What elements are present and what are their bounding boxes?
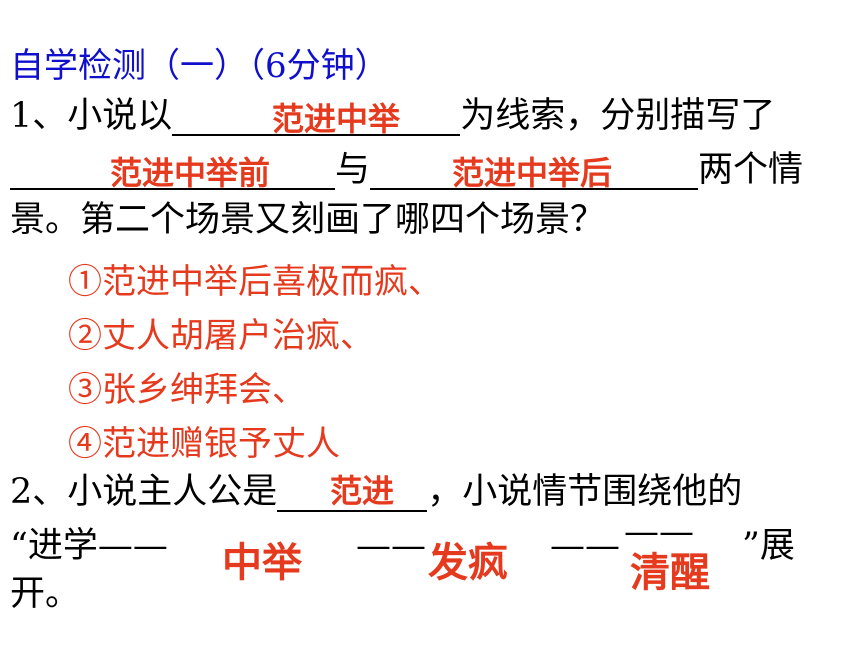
scene-item-2: ②丈人胡屠户治疯、 bbox=[68, 316, 374, 356]
q2-line2-end: ”展 bbox=[742, 526, 795, 566]
q2-answer-1: 中举 bbox=[222, 540, 302, 586]
q1-line-2: 与 两个情 bbox=[10, 150, 803, 190]
q2-answer-hero: 范进 bbox=[330, 472, 395, 510]
scene-item-1: ①范进中举后喜极而疯、 bbox=[68, 262, 442, 302]
scene-item-4: ④范进赠银予丈人 bbox=[68, 424, 340, 464]
q2-line-1: 2、小说主人公是 ，小说情节围绕他的 bbox=[10, 472, 742, 512]
q2-dash-1: —— bbox=[356, 526, 426, 566]
q1-blank-after bbox=[370, 154, 699, 190]
q2-dash-3: —— bbox=[624, 512, 694, 552]
q2-line-3: 开。 bbox=[10, 574, 81, 614]
q2-prefix: 2、小说主人公是 bbox=[10, 472, 278, 512]
page-title: 自学检测（一）（6分钟） bbox=[10, 46, 389, 86]
q1-line-1: 1、小说以 为线索，分别描写了 bbox=[10, 96, 775, 136]
q2-blank-hero bbox=[277, 476, 428, 512]
q2-answer-2: 发疯 bbox=[428, 540, 508, 586]
q1-conj: 与 bbox=[335, 150, 371, 190]
q1-blank-thread bbox=[172, 100, 461, 136]
q1-line-3: 景。第二个场景又刻画了哪四个场景？ bbox=[10, 200, 606, 240]
q1-answer-before: 范进中举前 bbox=[110, 154, 271, 192]
q1-mid1: 为线索，分别描写了 bbox=[460, 96, 776, 136]
q2-dash-2: —— bbox=[550, 526, 620, 566]
q2-mid: ，小说情节围绕他的 bbox=[427, 472, 743, 512]
q2-line2-start: “进学—— bbox=[10, 526, 168, 566]
scene-item-3: ③张乡绅拜会、 bbox=[68, 370, 306, 410]
q1-prefix: 1、小说以 bbox=[10, 96, 173, 136]
q1-answer-after: 范进中举后 bbox=[452, 154, 613, 192]
q1-answer-thread: 范进中举 bbox=[272, 100, 401, 138]
q2-answer-3: 清醒 bbox=[630, 550, 710, 596]
q1-blank-before bbox=[10, 154, 335, 190]
q1-mid2: 两个情 bbox=[698, 150, 804, 190]
